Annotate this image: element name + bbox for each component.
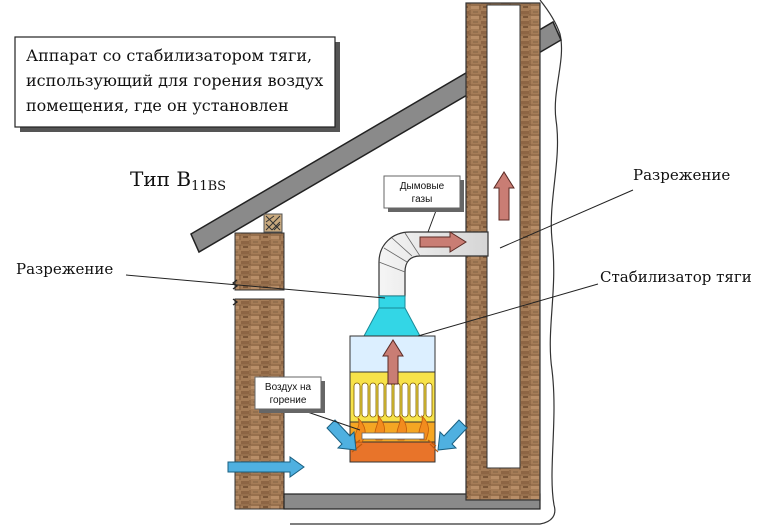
chimney [465, 2, 541, 501]
flue-gases-callout: Дымовые газы [383, 175, 464, 212]
svg-text:Тип B11BS: Тип B11BS [130, 167, 226, 194]
flue-gases-line-1: Дымовые [400, 181, 445, 192]
title-line-3: помещения, где он установлен [26, 96, 289, 115]
title-line-2: использующий для горения воздух [26, 71, 323, 90]
draft-stabilizer [363, 295, 421, 337]
draft-label-pipe: Разрежение [16, 260, 113, 278]
combustion-air-line-1: Воздух на [265, 382, 312, 393]
heat-exchanger-fins [353, 382, 433, 418]
flue-gas-flow-arrows [382, 171, 515, 385]
combustion-air-callout: Воздух на горение [254, 376, 325, 413]
title-line-1: Аппарат со стабилизатором тяги, [26, 46, 312, 65]
appliance-type-label: Тип B11BS [130, 167, 226, 194]
combustion-air-line-2: горение [270, 395, 307, 406]
title-box: Аппарат со стабилизатором тяги, использу… [14, 36, 340, 132]
flue-pipe [378, 231, 489, 297]
type-subscript: 11BS [191, 179, 226, 194]
draft-label-chimney: Разрежение [633, 166, 730, 184]
building-outline [290, 0, 563, 525]
combustion-air-arrows [227, 419, 468, 478]
type-prefix: Тип B [130, 167, 191, 191]
flue-gases-line-2: газы [412, 194, 433, 205]
draft-stabilizer-label: Стабилизатор тяги [600, 268, 752, 286]
